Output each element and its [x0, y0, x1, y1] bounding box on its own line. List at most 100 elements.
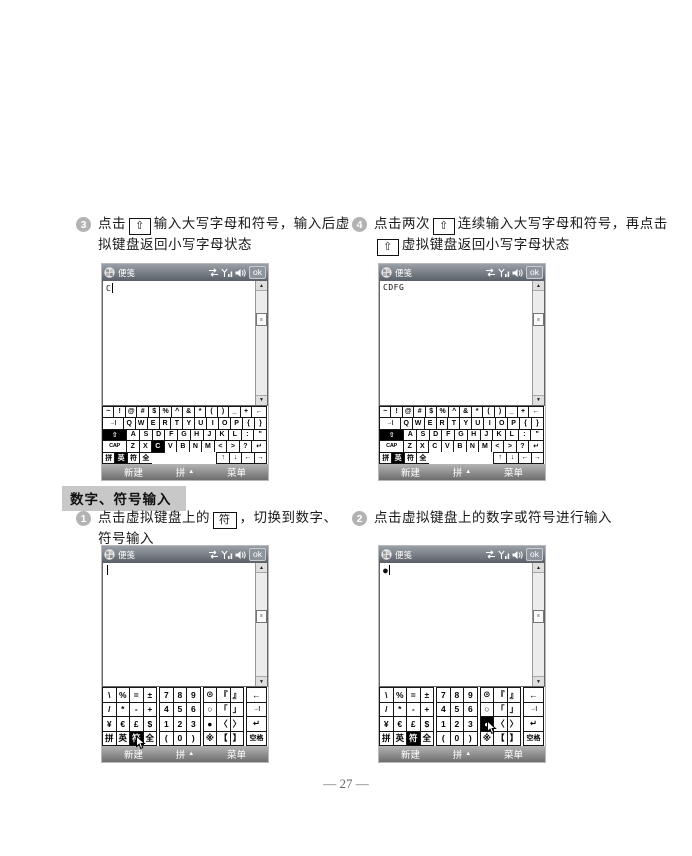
- key-shift[interactable]: ⇧: [102, 428, 128, 441]
- key-○[interactable]: ○: [479, 701, 495, 717]
- key--[interactable]: -: [129, 701, 144, 717]
- key-+[interactable]: +: [142, 701, 158, 717]
- key-¥[interactable]: ¥: [379, 716, 394, 732]
- key-¥[interactable]: ¥: [102, 716, 117, 732]
- input-method-button[interactable]: 拼▲: [453, 747, 471, 761]
- key-9[interactable]: 9: [463, 687, 478, 703]
- key-backspace[interactable]: ←: [246, 687, 267, 703]
- key-%[interactable]: %: [392, 687, 408, 703]
- key-⊙[interactable]: ⊙: [479, 687, 495, 703]
- key-』[interactable]: 』: [506, 687, 522, 703]
- key-「[interactable]: 「: [493, 701, 508, 717]
- key-space[interactable]: 空格: [246, 730, 267, 746]
- key-⊙[interactable]: ⊙: [202, 687, 218, 703]
- new-button[interactable]: 新建: [124, 750, 144, 761]
- note-text-area[interactable]: C▲≡▼: [102, 281, 268, 405]
- menu-button[interactable]: 菜单: [503, 468, 523, 479]
- key-([interactable]: (: [436, 730, 451, 746]
- key-english[interactable]: 英: [114, 451, 128, 464]
- key-6[interactable]: 6: [186, 701, 201, 717]
- key-enter[interactable]: ↵: [528, 440, 544, 453]
- key-1[interactable]: 1: [436, 716, 451, 732]
- scrollbar[interactable]: ▲≡▼: [532, 563, 544, 686]
- scrollbar[interactable]: ▲ ≡ ▼: [532, 281, 544, 405]
- key-shift[interactable]: ⇧: [379, 428, 405, 441]
- key-symbols[interactable]: 符: [403, 451, 418, 464]
- key-backspace[interactable]: ←: [523, 687, 544, 703]
- key-4[interactable]: 4: [436, 701, 451, 717]
- key-1[interactable]: 1: [159, 716, 174, 732]
- key-full-width[interactable]: 全: [419, 730, 435, 746]
- key-※[interactable]: ※: [479, 730, 495, 746]
- note-text-area[interactable]: ●▲≡▼: [379, 563, 545, 686]
- key-●[interactable]: ●: [479, 716, 497, 735]
- key-●[interactable]: ●: [202, 716, 218, 732]
- key-『[interactable]: 『: [216, 687, 231, 703]
- key-【[interactable]: 【: [493, 730, 508, 746]
- new-button[interactable]: 新建: [124, 468, 144, 479]
- ok-button[interactable]: ok: [249, 548, 266, 561]
- key-】[interactable]: 】: [506, 730, 522, 746]
- key-*[interactable]: *: [115, 701, 131, 717]
- scroll-down-button[interactable]: ▼: [256, 394, 267, 405]
- input-method-button[interactable]: 拼▲: [176, 747, 194, 761]
- ok-button[interactable]: ok: [249, 266, 266, 279]
- key-※[interactable]: ※: [202, 730, 218, 746]
- key-3[interactable]: 3: [463, 716, 478, 732]
- key-symbols[interactable]: 符: [126, 451, 141, 464]
- key-english[interactable]: 英: [391, 451, 405, 464]
- key-pinyin[interactable]: 拼: [102, 451, 116, 464]
- scroll-thumb[interactable]: ≡: [533, 609, 544, 623]
- key-\[interactable]: \: [379, 687, 394, 703]
- key-=[interactable]: =: [129, 687, 144, 703]
- key-full-width[interactable]: 全: [416, 451, 430, 464]
- key-%[interactable]: %: [115, 687, 131, 703]
- key-\[interactable]: \: [102, 687, 117, 703]
- key-enter[interactable]: ↵: [523, 716, 544, 732]
- key-arrow-right[interactable]: →: [253, 451, 267, 464]
- key-full-width[interactable]: 全: [139, 451, 153, 464]
- scroll-down-button[interactable]: ▼: [256, 676, 267, 686]
- key-€[interactable]: €: [115, 716, 131, 732]
- scrollbar[interactable]: ▲≡▼: [255, 281, 267, 405]
- note-text-area[interactable]: ▲≡▼: [102, 563, 268, 686]
- key-enter[interactable]: ↵: [246, 716, 267, 732]
- key-space[interactable]: [428, 451, 495, 464]
- key-)[interactable]: ): [463, 730, 478, 746]
- key-pinyin[interactable]: 拼: [102, 730, 117, 746]
- key-7[interactable]: 7: [436, 687, 451, 703]
- menu-button[interactable]: 菜单: [226, 468, 246, 479]
- windows-logo-icon[interactable]: [104, 267, 115, 278]
- key-」[interactable]: 」: [229, 701, 245, 717]
- key-pinyin[interactable]: 拼: [379, 451, 393, 464]
- windows-logo-icon[interactable]: [104, 549, 115, 560]
- new-button[interactable]: 新建: [401, 468, 421, 479]
- key-9[interactable]: 9: [186, 687, 201, 703]
- new-button[interactable]: 新建: [401, 750, 421, 761]
- scroll-down-button[interactable]: ▼: [533, 676, 544, 686]
- scroll-up-button[interactable]: ▲: [256, 281, 267, 291]
- key-0[interactable]: 0: [449, 730, 465, 746]
- windows-logo-icon[interactable]: [381, 267, 392, 278]
- key-/[interactable]: /: [102, 701, 117, 717]
- input-method-button[interactable]: 拼▲: [453, 465, 471, 479]
- note-text-area[interactable]: CDFG▲≡▼: [379, 281, 545, 405]
- key-C[interactable]: C: [151, 440, 165, 453]
- key-€[interactable]: €: [392, 716, 408, 732]
- key-〈[interactable]: 〈: [216, 716, 231, 732]
- key-】[interactable]: 】: [229, 730, 245, 746]
- menu-button[interactable]: 菜单: [226, 750, 246, 761]
- key-£[interactable]: £: [406, 716, 421, 732]
- scroll-thumb[interactable]: ≡: [533, 313, 544, 327]
- key-english[interactable]: 英: [115, 730, 131, 746]
- key-【[interactable]: 【: [216, 730, 231, 746]
- key-arrow-down[interactable]: ↓: [228, 451, 243, 464]
- key-6[interactable]: 6: [463, 701, 478, 717]
- key-2[interactable]: 2: [172, 716, 188, 732]
- key-3[interactable]: 3: [186, 716, 201, 732]
- key-tab[interactable]: →|: [246, 701, 267, 717]
- scroll-up-button[interactable]: ▲: [533, 281, 544, 291]
- menu-button[interactable]: 菜单: [503, 750, 523, 761]
- scroll-down-button[interactable]: ▼: [533, 394, 544, 405]
- key-*[interactable]: *: [392, 701, 408, 717]
